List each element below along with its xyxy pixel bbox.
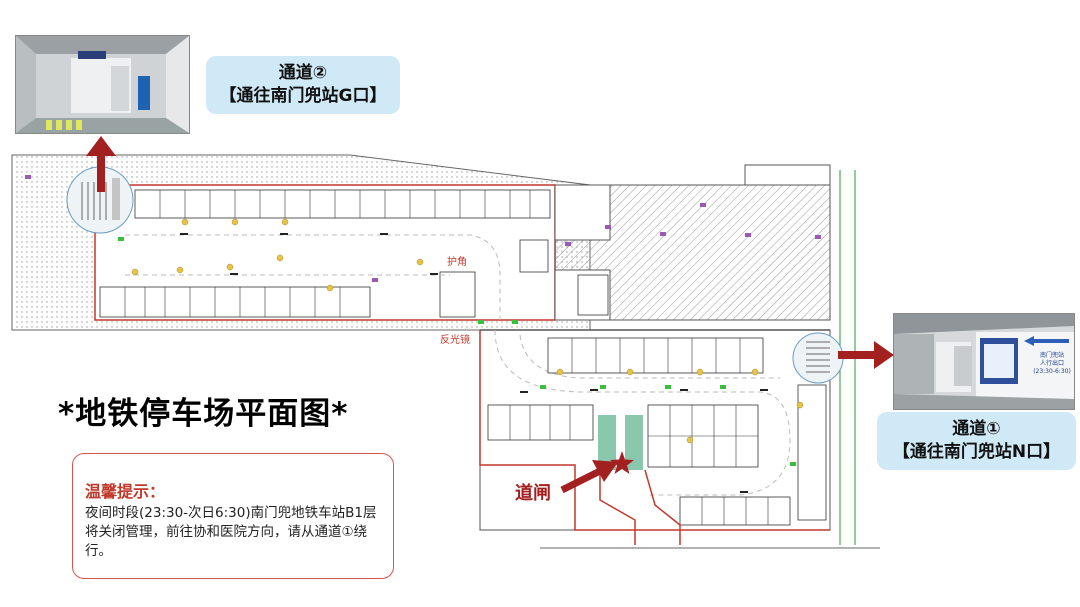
passage1-photo: 南门兜站 人行出口 (23:30-6:30) <box>893 313 1075 410</box>
passage2-name: 通道② <box>278 63 328 83</box>
notice-box: 温馨提示： 夜间时段(23:30-次日6:30)南门兜地铁车站B1层将关闭管理，… <box>72 453 394 579</box>
passage1-name: 通道① <box>952 419 1001 439</box>
passage2-destination: 【通往南门兜站G口】 <box>219 86 387 106</box>
gate-arrow-icon <box>560 460 618 494</box>
floor-plan <box>11 154 880 549</box>
passage1-callout: 通道① 【通往南门兜站N口】 <box>877 412 1076 470</box>
passage2-callout: 通道② 【通往南门兜站G口】 <box>206 56 400 114</box>
passage2-photo <box>15 35 190 134</box>
star-icon <box>610 451 634 474</box>
up-arrow-icon <box>86 136 116 192</box>
notice-title: 温馨提示： <box>85 482 166 501</box>
gate-label: 道闸 <box>515 483 551 504</box>
mirror-label: 反光镜 <box>440 335 470 346</box>
passage1-destination: 【通往南门兜站N口】 <box>892 442 1061 462</box>
right-arrow-icon <box>838 341 894 369</box>
photo-sign-text: 南门兜站 人行出口 (23:30-6:30) <box>1033 352 1071 375</box>
page-title: *地铁停车场平面图* <box>58 396 349 432</box>
guard-corner-label: 护角 <box>447 257 467 268</box>
notice-body: 夜间时段(23:30-次日6:30)南门兜地铁车站B1层将关闭管理，前往协和医院… <box>85 505 377 559</box>
